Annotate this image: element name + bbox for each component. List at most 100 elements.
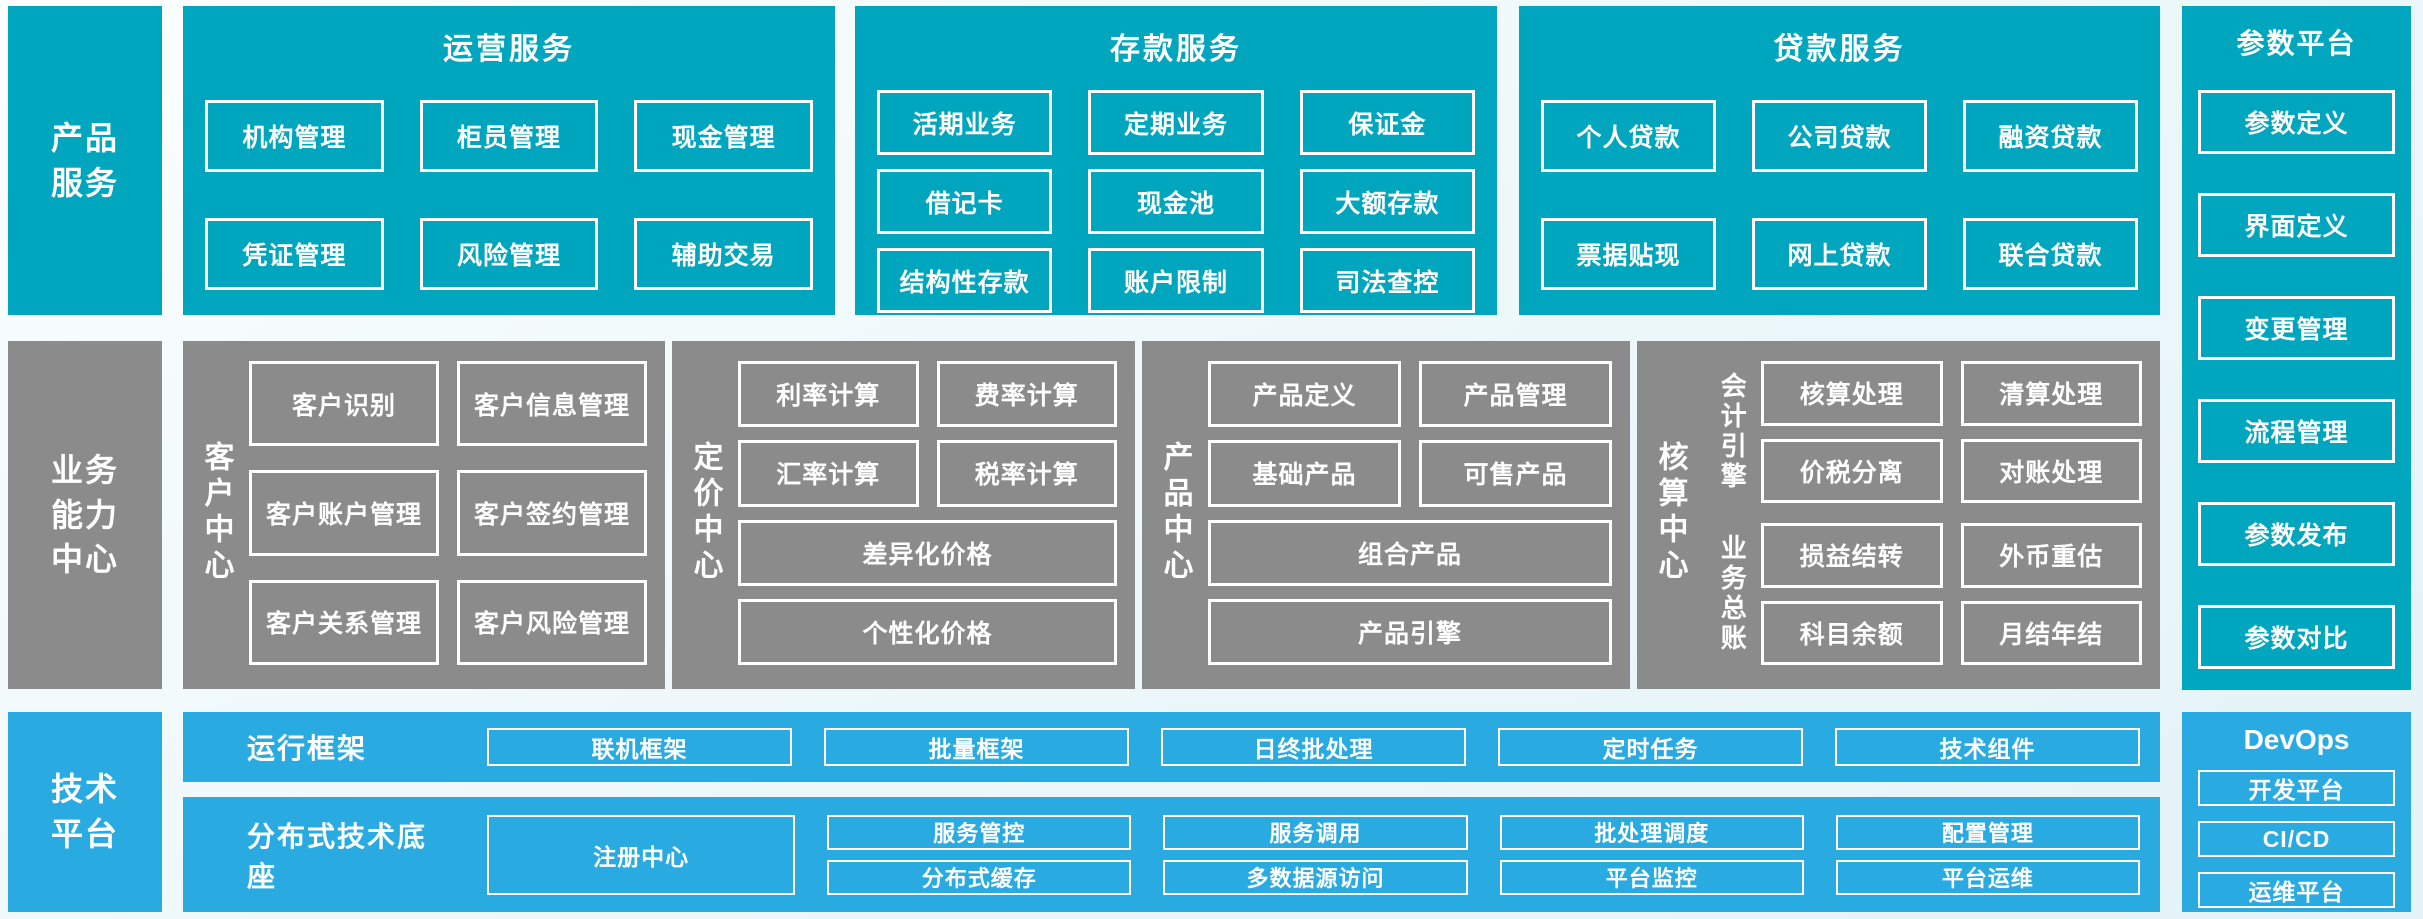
diagram-box: 客户信息管理 — [457, 361, 647, 447]
diagram-box: 可售产品 — [1419, 440, 1612, 507]
section-grid: 核算处理 清算处理 价税分离 对账处理 — [1761, 361, 2142, 503]
diagram-box: 批量框架 — [824, 728, 1129, 766]
distributed-column: 批处理调度 平台监控 — [1499, 814, 1804, 895]
section-title: 产品中心 — [1158, 441, 1192, 585]
diagram-box: 票据贴现 — [1541, 218, 1716, 290]
diagram-box: 产品引擎 — [1208, 598, 1612, 665]
diagram-box: 现金管理 — [634, 100, 813, 172]
diagram-box: 司法查控 — [1299, 248, 1475, 313]
rail-product-services: 产品 服务 — [8, 6, 162, 315]
diagram-box: 变更管理 — [2198, 296, 2395, 360]
diagram-box: 参数对比 — [2198, 605, 2395, 669]
diagram-box: 参数定义 — [2198, 90, 2395, 154]
diagram-box: 利率计算 — [738, 361, 919, 428]
vertical-label: 客户中心 — [183, 361, 249, 665]
diagram-box: 批处理调度 — [1499, 814, 1804, 850]
rail-business-capability-center: 业务 能力 中心 — [8, 341, 162, 689]
accounting-groups: 会计引擎 核算处理 清算处理 价税分离 对账处理 业务总账 损益结转 外币重估 … — [1703, 361, 2142, 665]
diagram-box: 服务管控 — [827, 814, 1132, 850]
diagram-box: 融资贷款 — [1963, 100, 2138, 172]
diagram-box: 流程管理 — [2198, 399, 2395, 463]
section-grid: 利率计算 费率计算 汇率计算 税率计算 差异化价格 个性化价格 — [738, 361, 1117, 665]
diagram-box: 客户签约管理 — [457, 470, 647, 556]
section-grid: 机构管理 柜员管理 现金管理 凭证管理 风险管理 辅助交易 — [183, 100, 835, 290]
section-title: 参数平台 — [2236, 28, 2357, 59]
section-loan-services: 贷款服务 个人贷款 公司贷款 融资贷款 票据贴现 网上贷款 联合贷款 — [1519, 6, 2160, 315]
diagram-box: 基础产品 — [1208, 440, 1401, 507]
diagram-box: 个人贷款 — [1541, 100, 1716, 172]
diagram-box: 配置管理 — [1835, 814, 2141, 850]
diagram-box: 风险管理 — [419, 218, 599, 290]
diagram-box: 账户限制 — [1088, 248, 1264, 313]
section-grid: 开发平台 CI/CD 运维平台 — [2182, 756, 2411, 908]
accounting-group-engine: 会计引擎 核算处理 清算处理 价税分离 对账处理 — [1703, 361, 2142, 503]
section-pricing-center: 定价中心 利率计算 费率计算 汇率计算 税率计算 差异化价格 个性化价格 — [672, 341, 1135, 689]
diagram-box: 保证金 — [1299, 90, 1475, 155]
section-title: 客户中心 — [199, 441, 233, 585]
diagram-box: 大额存款 — [1299, 169, 1475, 234]
diagram-box: 活期业务 — [877, 90, 1053, 155]
diagram-box: 平台运维 — [1835, 859, 2141, 895]
section-grid: 参数定义 界面定义 变更管理 流程管理 参数发布 参数对比 — [2182, 62, 2411, 669]
diagram-box: 联合贷款 — [1963, 218, 2138, 290]
section-distributed-tech-base: 分布式技术底座 注册中心 服务管控 分布式缓存 服务调用 多数据源访问 批处理调… — [183, 797, 2160, 912]
section-grid: 个人贷款 公司贷款 融资贷款 票据贴现 网上贷款 联合贷款 — [1519, 100, 2160, 290]
row-title: 运行框架 — [247, 733, 368, 764]
diagram-box: 差异化价格 — [738, 519, 1117, 586]
diagram-box: 汇率计算 — [738, 440, 919, 507]
diagram-box: 定时任务 — [1498, 728, 1803, 766]
diagram-box: 组合产品 — [1208, 519, 1612, 586]
diagram-box: 个性化价格 — [738, 598, 1117, 665]
vertical-label: 会计引擎 — [1703, 361, 1761, 503]
diagram-box: 对账处理 — [1960, 438, 2142, 503]
diagram-box: 核算处理 — [1761, 361, 1943, 426]
diagram-box: CI/CD — [2198, 821, 2395, 857]
section-grid: 产品定义 产品管理 基础产品 可售产品 组合产品 产品引擎 — [1208, 361, 1612, 665]
diagram-box: 运维平台 — [2198, 872, 2395, 908]
diagram-box: 月结年结 — [1960, 600, 2142, 665]
section-grid: 损益结转 外币重估 科目余额 月结年结 — [1761, 523, 2142, 665]
diagram-box: 现金池 — [1088, 169, 1264, 234]
diagram-box: 注册中心 — [487, 814, 796, 895]
section-customer-center: 客户中心 客户识别 客户信息管理 客户账户管理 客户签约管理 客户关系管理 客户… — [183, 341, 665, 689]
diagram-box: 开发平台 — [2198, 770, 2395, 806]
section-grid: 客户识别 客户信息管理 客户账户管理 客户签约管理 客户关系管理 客户风险管理 — [249, 361, 647, 665]
diagram-box: 客户关系管理 — [249, 579, 439, 665]
diagram-box: 多数据源访问 — [1163, 859, 1468, 895]
vertical-label: 产品中心 — [1142, 361, 1208, 665]
diagram-box: 平台监控 — [1499, 859, 1804, 895]
diagram-box: 日终批处理 — [1161, 728, 1466, 766]
section-accounting-center: 核算中心 会计引擎 核算处理 清算处理 价税分离 对账处理 业务总账 损 — [1637, 341, 2160, 689]
diagram-box: 分布式缓存 — [827, 859, 1132, 895]
diagram-box: 联机框架 — [487, 728, 792, 766]
diagram-box: 定期业务 — [1088, 90, 1264, 155]
group-title: 业务总账 — [1717, 534, 1748, 654]
section-grid: 活期业务 定期业务 保证金 借记卡 现金池 大额存款 结构性存款 账户限制 司法… — [855, 90, 1497, 313]
diagram-box: 产品管理 — [1419, 361, 1612, 428]
vertical-label: 定价中心 — [672, 361, 738, 665]
distributed-column: 配置管理 平台运维 — [1835, 814, 2141, 895]
vertical-label: 核算中心 — [1637, 361, 1703, 665]
diagram-box: 服务调用 — [1163, 814, 1468, 850]
diagram-box: 借记卡 — [877, 169, 1053, 234]
section-title: 运营服务 — [443, 33, 575, 66]
distributed-column: 服务管控 分布式缓存 — [827, 814, 1132, 895]
section-operations-services: 运营服务 机构管理 柜员管理 现金管理 凭证管理 风险管理 辅助交易 — [183, 6, 835, 315]
diagram-box: 税率计算 — [936, 440, 1117, 507]
section-title: 核算中心 — [1653, 441, 1687, 585]
diagram-box: 清算处理 — [1960, 361, 2142, 426]
vertical-label: 业务总账 — [1703, 523, 1761, 665]
diagram-box: 价税分离 — [1761, 438, 1943, 503]
diagram-box: 机构管理 — [205, 100, 384, 172]
rail-tech-platform: 技术 平台 — [8, 712, 162, 912]
diagram-box: 参数发布 — [2198, 502, 2395, 566]
diagram-box: 客户风险管理 — [457, 579, 647, 665]
section-title: 贷款服务 — [1773, 33, 1906, 66]
diagram-box: 科目余额 — [1761, 600, 1943, 665]
diagram-box: 客户账户管理 — [249, 470, 439, 556]
distributed-column: 服务调用 多数据源访问 — [1163, 814, 1468, 895]
diagram-box: 外币重估 — [1960, 523, 2142, 588]
section-runtime-framework: 运行框架 联机框架 批量框架 日终批处理 定时任务 技术组件 — [183, 712, 2160, 782]
diagram-box: 界面定义 — [2198, 193, 2395, 257]
diagram-box: 费率计算 — [936, 361, 1117, 428]
